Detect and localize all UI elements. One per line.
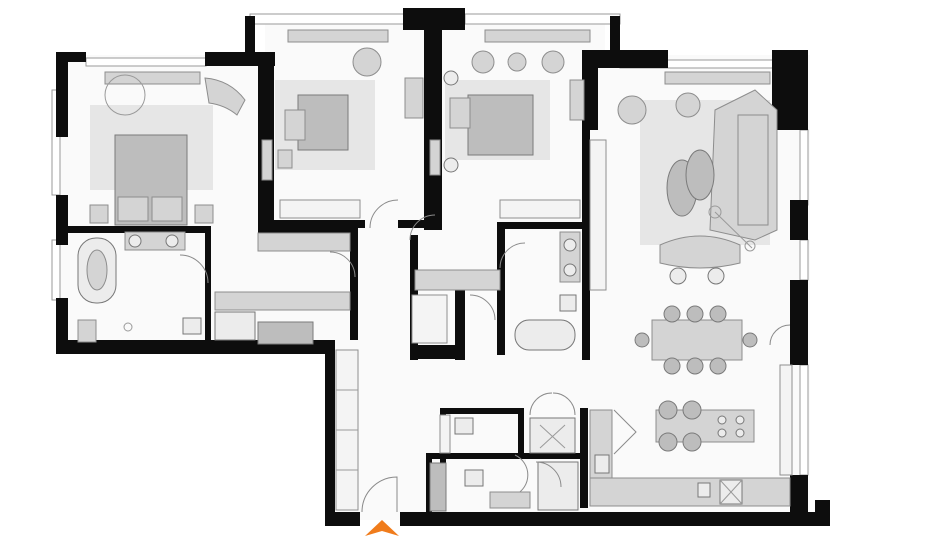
wc-utility (429, 392, 579, 512)
radiator (664, 71, 771, 85)
entrance-arrow-icon (365, 520, 399, 536)
bedroom-1 (89, 71, 246, 226)
dining-area (634, 305, 791, 375)
entrance-hall (335, 349, 398, 513)
radiator (104, 71, 201, 85)
dining-table (651, 319, 743, 361)
bathroom-2 (411, 231, 581, 351)
bedroom-3 (409, 29, 591, 241)
tv-console (589, 139, 607, 291)
living-room (589, 71, 778, 291)
bathroom-1 (77, 231, 209, 343)
bathtub (514, 319, 576, 351)
bedroom-2 (261, 29, 424, 229)
kitchen (589, 364, 793, 507)
kitchen-counter (589, 477, 791, 507)
shower (529, 417, 576, 454)
corridor-storage (214, 232, 356, 345)
